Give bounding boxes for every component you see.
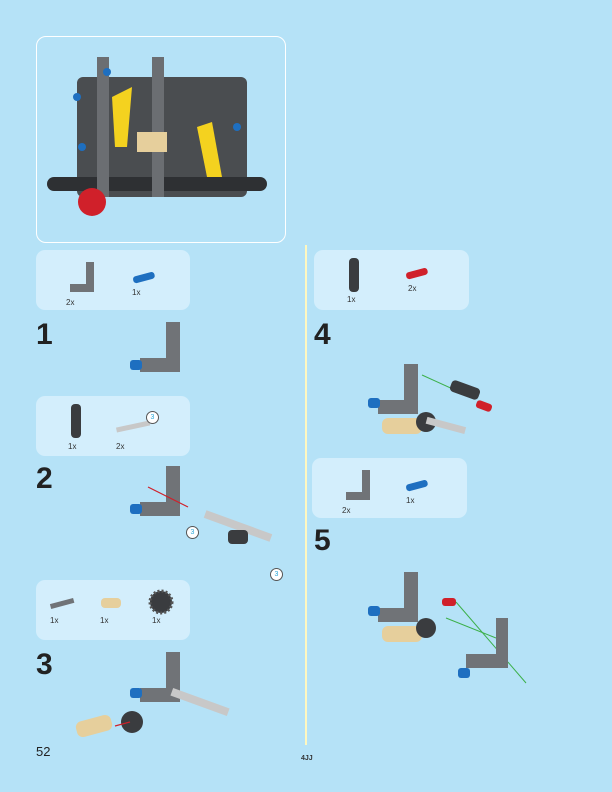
part-qty: 1x — [152, 616, 161, 625]
length-callout: 3 — [186, 526, 199, 539]
part-qty: 2x — [116, 442, 125, 451]
axle-part-icon — [49, 597, 75, 610]
step-2-assembly-image — [130, 466, 273, 544]
page-number: 52 — [36, 744, 51, 759]
parts-list-step-1: 2x 1x — [36, 250, 190, 310]
axle-connector-part-icon — [71, 404, 81, 438]
parts-list-step-2: 1x 3 2x — [36, 396, 190, 456]
step-number: 3 — [36, 648, 53, 681]
step-number: 5 — [314, 524, 331, 557]
parts-list-step-3: 1x 1x 1x — [36, 580, 190, 640]
part-qty: 1x — [100, 616, 109, 625]
part-qty: 1x — [132, 288, 141, 297]
part-qty: 1x — [347, 295, 356, 304]
axle-part-icon — [115, 420, 151, 433]
step-3-assembly-image — [75, 652, 230, 738]
part-qty: 2x — [66, 298, 75, 307]
part-qty: 2x — [342, 506, 351, 515]
blue-pin-part-icon — [406, 479, 428, 492]
parts-list-step-4: 1x 2x — [314, 250, 469, 310]
step-number: 1 — [36, 318, 53, 351]
gear-part-icon — [148, 589, 174, 615]
l-beam-part-icon — [346, 470, 370, 500]
step-number: 4 — [314, 318, 331, 351]
step-number: 2 — [36, 462, 53, 495]
tan-bush-part-icon — [101, 598, 121, 608]
step-4-assembly-image — [368, 364, 493, 435]
part-qty: 1x — [68, 442, 77, 451]
main-model-preview — [36, 36, 286, 243]
column-divider — [305, 245, 307, 745]
l-beam-part-icon — [70, 262, 94, 292]
blue-pin-part-icon — [133, 271, 155, 284]
length-callout: 3 — [270, 568, 283, 581]
red-pin-part-icon — [406, 267, 428, 280]
step-1-assembly-image — [130, 322, 180, 372]
part-qty: 1x — [406, 496, 415, 505]
main-model-image — [47, 57, 267, 216]
part-qty: 2x — [408, 284, 417, 293]
axle-connector-part-icon — [349, 258, 359, 292]
step-5-assembly-image — [368, 572, 527, 684]
footer-code: 4JJ — [301, 755, 313, 762]
parts-list-step-5: 2x 1x — [312, 458, 467, 518]
length-callout: 3 — [146, 411, 159, 424]
part-qty: 1x — [50, 616, 59, 625]
